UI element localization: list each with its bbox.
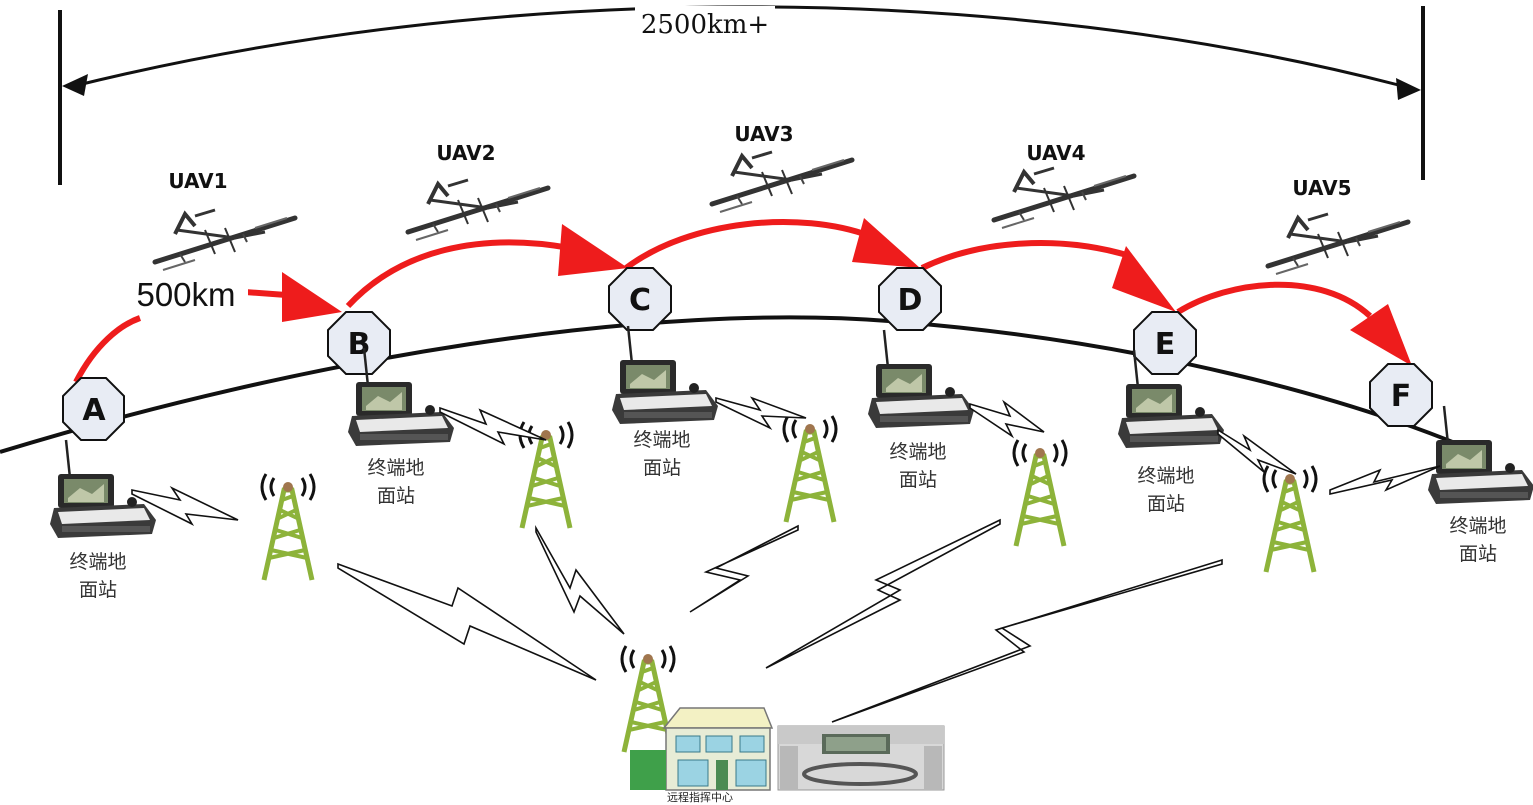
link-tower-5-cc-room bbox=[831, 558, 1223, 723]
link-gs-c-tower-3 bbox=[715, 396, 807, 430]
uav-3: UAV3 bbox=[712, 122, 852, 212]
uav-5: UAV5 bbox=[1268, 176, 1408, 274]
ground-station-label: 面站 bbox=[643, 457, 681, 479]
uav-label: UAV2 bbox=[436, 141, 495, 165]
tower-3 bbox=[784, 416, 836, 522]
link-tower-5-gs-f bbox=[1329, 465, 1441, 496]
hop-arrow-b bbox=[282, 272, 342, 322]
uav-label: UAV5 bbox=[1292, 176, 1351, 200]
uav-label: UAV3 bbox=[734, 122, 793, 146]
tower-5 bbox=[1264, 466, 1316, 572]
ground-station-e: 终端地 面站 bbox=[1116, 348, 1226, 515]
ground-station-label: 面站 bbox=[1147, 493, 1185, 515]
link-gs-b-tower-2 bbox=[439, 406, 547, 446]
link-tower-2-center bbox=[535, 524, 625, 635]
relay-point-label: F bbox=[1391, 379, 1412, 414]
link-gs-d-tower-4 bbox=[969, 399, 1045, 439]
ground-station-b: 终端地 面站 bbox=[346, 346, 456, 507]
hop-arc-ef bbox=[1176, 281, 1373, 319]
relay-point-a: A bbox=[62, 377, 125, 441]
span-bracket: 2500km+ bbox=[58, 5, 1425, 185]
hop-arrow-c bbox=[558, 224, 628, 276]
relay-point-e: E bbox=[1133, 311, 1197, 375]
uav-4: UAV4 bbox=[994, 141, 1134, 228]
ground-station-label: 终端地 bbox=[1449, 515, 1506, 537]
relay-point-f: F bbox=[1369, 363, 1433, 427]
control-room-photo bbox=[777, 725, 945, 791]
hop-arrow-e bbox=[1112, 246, 1176, 312]
relay-point-b: B bbox=[327, 311, 391, 375]
ground-station-label: 面站 bbox=[377, 485, 415, 507]
ground-station-label: 终端地 bbox=[69, 551, 126, 573]
ground-station-label: 终端地 bbox=[633, 429, 690, 451]
tower-4 bbox=[1014, 440, 1066, 546]
ground-station-f: 终端地 面站 bbox=[1426, 404, 1533, 565]
link-gs-e-tower-5 bbox=[1217, 428, 1297, 475]
relay-point-c: C bbox=[608, 267, 672, 331]
link-tower-3-center bbox=[689, 524, 799, 613]
uav-label: UAV1 bbox=[168, 169, 227, 193]
relay-point-d: D bbox=[878, 267, 942, 331]
uav-1: UAV1 bbox=[155, 169, 295, 270]
uav-2: UAV2 bbox=[408, 141, 548, 240]
link-gs-a-tower-1 bbox=[131, 485, 239, 526]
ground-station-label: 面站 bbox=[79, 579, 117, 601]
earth-surface-arc bbox=[0, 315, 1461, 454]
hop-arc-bc bbox=[345, 239, 571, 309]
hop-arc-cd bbox=[624, 219, 872, 271]
command-center-label: 远程指挥中心 bbox=[667, 790, 733, 804]
ground-station-label: 终端地 bbox=[1137, 465, 1194, 487]
span-distance-label: 2500km+ bbox=[641, 10, 769, 40]
relay-point-label: E bbox=[1155, 327, 1176, 362]
ground-station-a: 终端地 面站 bbox=[48, 438, 158, 601]
relay-point-label: B bbox=[348, 327, 371, 362]
link-tower-4-center bbox=[765, 518, 1001, 669]
ground-station-c: 终端地 面站 bbox=[610, 324, 720, 479]
link-tower-1-center bbox=[337, 562, 597, 681]
ground-station-label: 面站 bbox=[899, 469, 937, 491]
uav-label: UAV4 bbox=[1026, 141, 1085, 165]
ground-station-d: 终端地 面站 bbox=[866, 328, 976, 491]
wireless-links bbox=[131, 396, 1441, 723]
ground-station-label: 面站 bbox=[1459, 543, 1497, 565]
hop-arc-de bbox=[920, 240, 1131, 271]
hop-arc-a-start bbox=[73, 315, 142, 384]
tower-2 bbox=[520, 422, 572, 528]
hop-arrow-f bbox=[1350, 304, 1412, 366]
ground-station-label: 终端地 bbox=[889, 441, 946, 463]
tower-1 bbox=[262, 474, 314, 580]
relay-point-label: C bbox=[629, 283, 651, 318]
command-center-building bbox=[630, 707, 774, 791]
flight-path: 500km bbox=[73, 218, 1412, 384]
relay-point-label: A bbox=[82, 393, 106, 428]
hop-arrow-d bbox=[852, 218, 920, 268]
command-center: 远程指挥中心 bbox=[630, 707, 945, 804]
hop-distance-label: 500km bbox=[136, 276, 235, 313]
relay-point-label: D bbox=[898, 283, 923, 318]
ground-station-label: 终端地 bbox=[367, 457, 424, 479]
